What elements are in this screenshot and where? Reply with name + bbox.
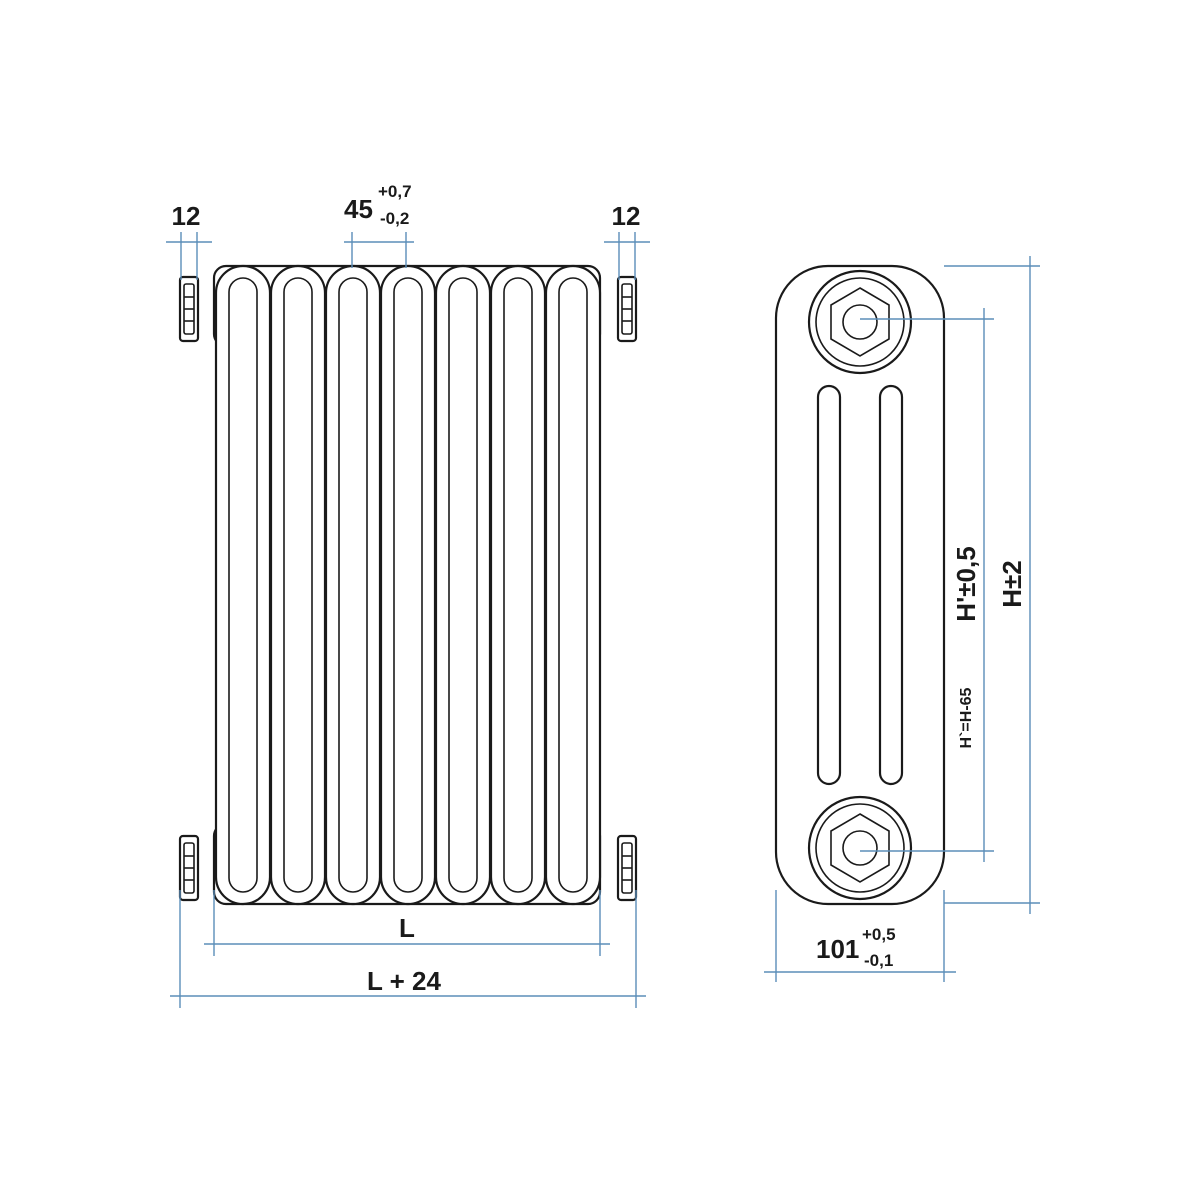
front-view: 12 12 45 +0,7 -0,2 L L + 24 — [166, 182, 650, 1008]
pitch-tolerance-plus: +0,7 — [378, 182, 412, 201]
connection-distance-label: H'±0,5 — [951, 546, 981, 621]
tube-5 — [434, 264, 492, 906]
end-offset-left-label: 12 — [172, 201, 201, 231]
tube-inner-4 — [393, 277, 423, 893]
length-label: L — [399, 913, 415, 943]
tube-6 — [489, 264, 547, 906]
right-slot — [878, 384, 904, 786]
right-bottom-end-plug — [616, 834, 638, 902]
tube-1 — [214, 264, 272, 906]
depth-tolerance-plus: +0,5 — [862, 925, 896, 944]
left-slot — [816, 384, 842, 786]
front-dimension-lines — [166, 232, 650, 1008]
pitch-tolerance-minus: -0,2 — [380, 209, 409, 228]
tube-2 — [269, 264, 327, 906]
pitch-value-label: 45 — [344, 194, 373, 224]
tube-7 — [544, 264, 602, 906]
radiator-tubes — [214, 264, 602, 906]
right-top-end-plug — [616, 275, 638, 343]
top-connection — [807, 269, 913, 375]
side-view: 101 +0,5 -0,1 H'±0,5 H±2 H`=H-65 — [764, 256, 1040, 982]
tube-3 — [324, 264, 382, 906]
tube-inner-3 — [338, 277, 368, 893]
depth-tolerance-minus: -0,1 — [864, 951, 893, 970]
tube-inner-2 — [283, 277, 313, 893]
side-dimension-lines — [764, 256, 1040, 982]
overall-length-label: L + 24 — [367, 966, 442, 996]
tube-inner-1 — [228, 277, 258, 893]
depth-value-label: 101 — [816, 934, 859, 964]
tube-4 — [379, 264, 437, 906]
bottom-connection — [807, 795, 913, 901]
end-offset-right-label: 12 — [612, 201, 641, 231]
height-formula-label: H`=H-65 — [958, 687, 975, 748]
left-top-end-plug — [178, 275, 200, 343]
tube-inner-7 — [558, 277, 588, 893]
left-bottom-end-plug — [178, 834, 200, 902]
tube-inner-5 — [448, 277, 478, 893]
height-label: H±2 — [997, 560, 1027, 608]
tube-inner-6 — [503, 277, 533, 893]
